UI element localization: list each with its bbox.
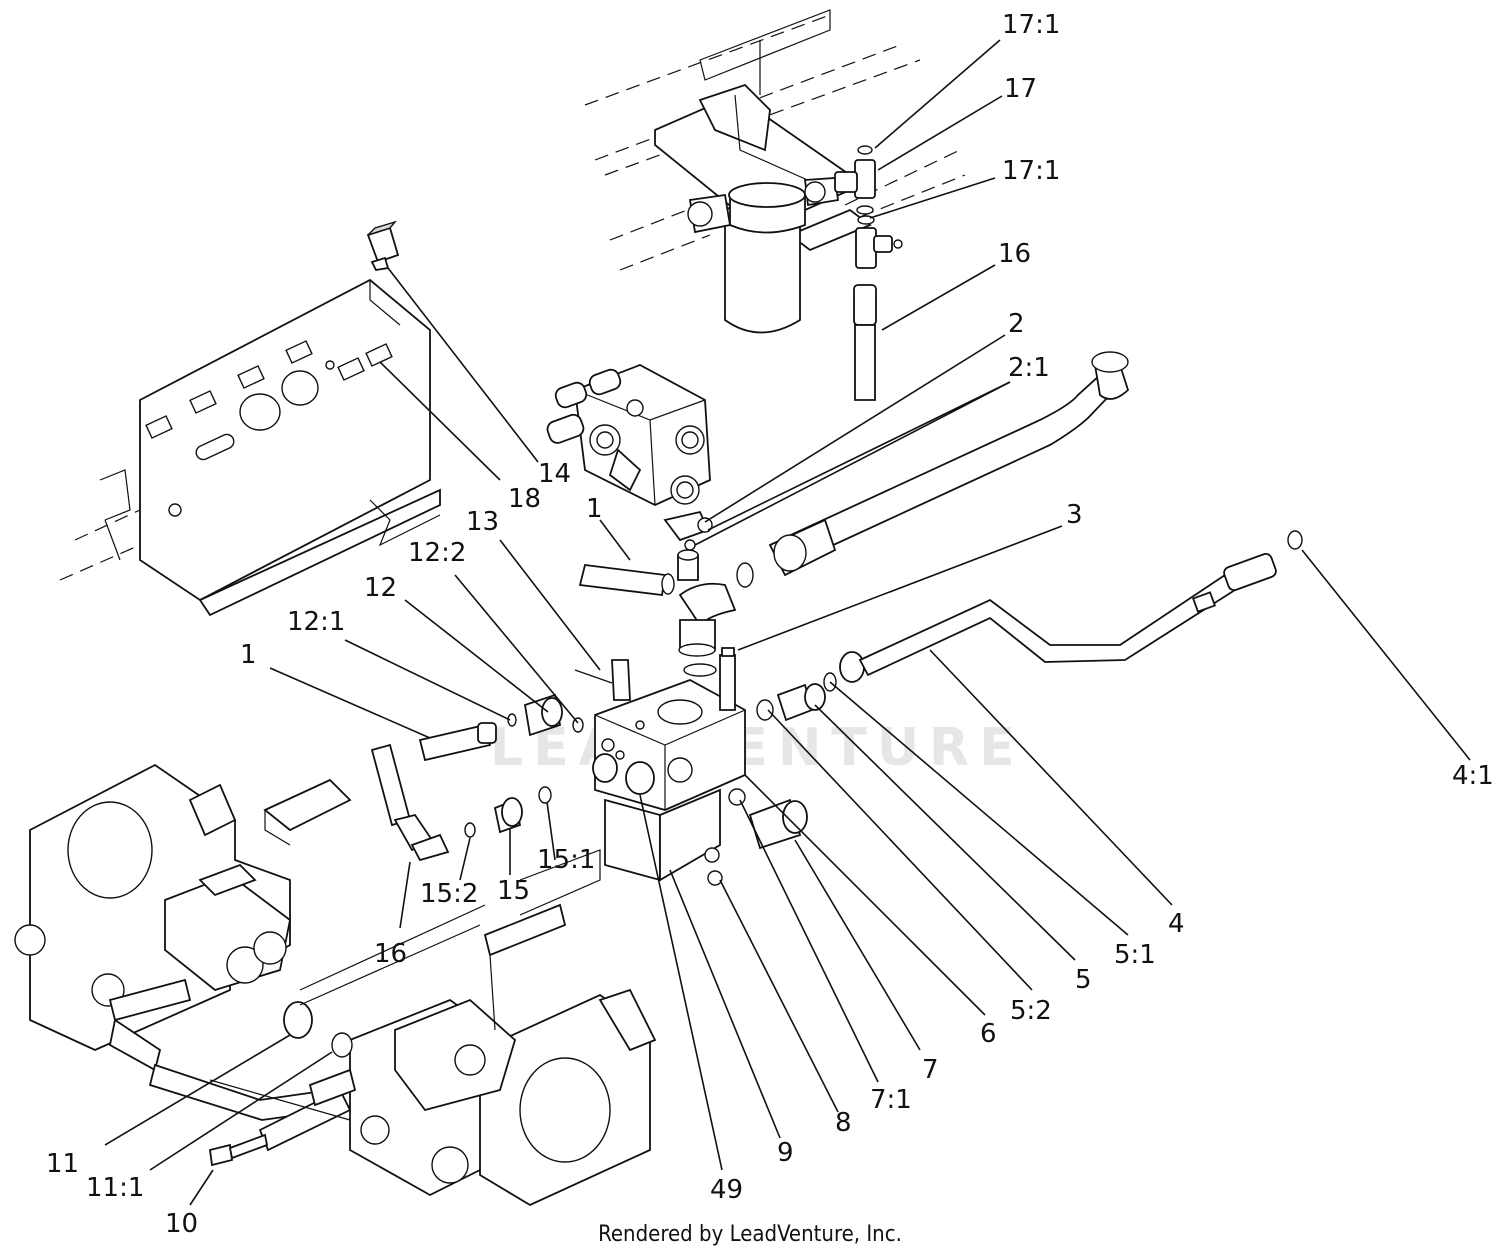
callout-4-1: 4:1: [1452, 761, 1494, 791]
pump-connecting-tubes: [148, 904, 486, 1152]
callout-17-1-top: 17:1: [1002, 10, 1060, 40]
hydraulic-manifold: [574, 647, 746, 811]
callout-17: 17: [1004, 74, 1037, 104]
callout-7: 7: [922, 1055, 939, 1085]
callout-11: 11: [46, 1149, 79, 1179]
knob-14: [366, 220, 400, 271]
hose-1-upper: [578, 564, 675, 596]
callout-6: 6: [980, 1019, 997, 1049]
callout-1-left: 1: [240, 640, 257, 670]
leader-lines: [104, 39, 1471, 1206]
bolt-10: [209, 1133, 269, 1167]
callout-12: 12: [364, 573, 397, 603]
callout-1-top: 1: [586, 494, 603, 524]
callout-16-bottom: 16: [374, 939, 407, 969]
callout-5-1: 5:1: [1114, 940, 1156, 970]
callout-10: 10: [165, 1209, 198, 1239]
callout-15-2: 15:2: [420, 879, 478, 909]
hose-upper-large: [768, 351, 1130, 577]
callout-18: 18: [508, 484, 541, 514]
watermark-text: LEADVENTURE: [490, 718, 1025, 778]
footer-credit: Rendered by LeadVenture, Inc.: [598, 1222, 902, 1247]
control-panel-frame: [99, 278, 441, 617]
callout-15: 15: [497, 876, 530, 906]
control-valve-block: [546, 364, 711, 506]
callout-11-1: 11:1: [86, 1173, 144, 1203]
hydraulic-filter: [687, 177, 840, 334]
callout-49: 49: [710, 1175, 743, 1205]
callout-8: 8: [835, 1108, 852, 1138]
fittings-right-manifold: [748, 651, 865, 850]
pump-assembly-right: [349, 849, 657, 1207]
callout-12-1: 12:1: [287, 607, 345, 637]
callout-13: 13: [466, 507, 499, 537]
fittings-12: [507, 693, 584, 737]
callout-7-1: 7:1: [870, 1085, 912, 1115]
fittings-15: [464, 786, 552, 838]
callout-2-1: 2:1: [1008, 353, 1050, 383]
elbow-fitting-main: [678, 562, 754, 677]
callout-3: 3: [1066, 500, 1083, 530]
tube-4: [858, 530, 1303, 677]
hose-16-upper: [853, 284, 877, 401]
callout-labels: 17:1 17 17:1 16 2 2:1 14 18 13 1 3 12:2 …: [46, 10, 1494, 1239]
callout-15-1: 15:1: [537, 845, 595, 875]
callout-12-2: 12:2: [408, 538, 466, 568]
callout-9: 9: [777, 1138, 794, 1168]
callout-5-2: 5:2: [1010, 996, 1052, 1026]
callout-2: 2: [1008, 309, 1025, 339]
callout-5: 5: [1075, 965, 1092, 995]
hose-1-lower: [418, 722, 497, 762]
callout-16-top: 16: [998, 239, 1031, 269]
callout-17-1-mid: 17:1: [1002, 156, 1060, 186]
callout-14: 14: [538, 459, 571, 489]
pump-assembly: [14, 763, 352, 1072]
callout-4: 4: [1168, 909, 1185, 939]
tee-fitting-17: [834, 145, 903, 269]
hose-16-lower: [370, 743, 450, 862]
elbow-fitting-2: [663, 510, 713, 581]
